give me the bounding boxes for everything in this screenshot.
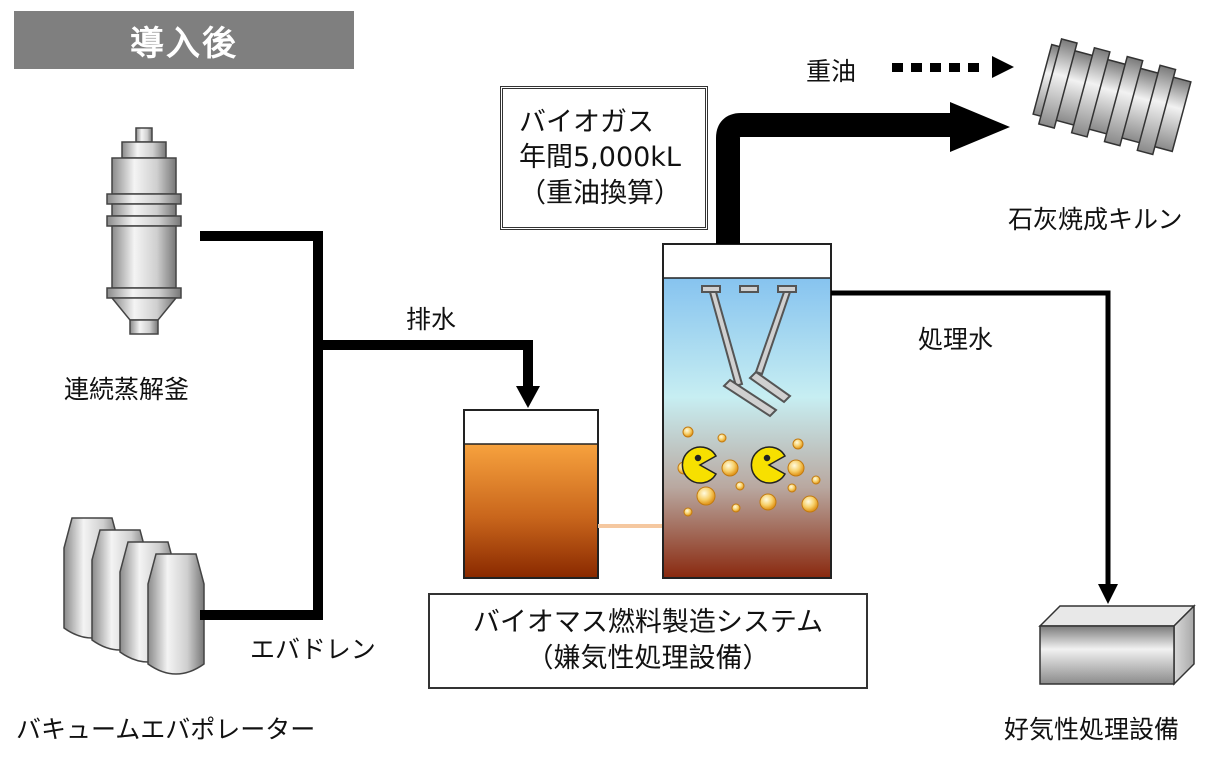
- heavy-oil-label: 重油: [806, 57, 857, 86]
- evaporator-drain-label: エバドレン: [250, 635, 376, 664]
- system-name: バイオマス燃料製造システム: [472, 606, 824, 638]
- wastewater-tank: [463, 409, 599, 579]
- lime-kiln-label: 石灰焼成キルン: [1008, 205, 1183, 234]
- treated-water-label: 処理水: [918, 325, 994, 354]
- heavy-oil-arrow: [892, 56, 1014, 78]
- anaerobic-reactor: [662, 243, 832, 579]
- biogas-info-box: バイオガス 年間5,000kL （重油換算）: [500, 86, 708, 230]
- wastewater-arrowhead: [516, 386, 540, 408]
- aerobic-facility-label: 好気性処理設備: [1004, 715, 1180, 744]
- biogas-volume: 年間5,000kL: [519, 142, 681, 174]
- biogas-arrow: [716, 102, 1010, 244]
- system-caption-box: バイオマス燃料製造システム （嫌気性処理設備）: [428, 593, 868, 689]
- biogas-title: バイオガス: [519, 107, 654, 139]
- system-subtitle: （嫌気性処理設備）: [526, 643, 770, 674]
- bubble-icon: [677, 426, 821, 517]
- biogas-note: （重油換算）: [519, 177, 681, 209]
- treated-water-pipe: [831, 290, 1118, 604]
- aerobic-tank-icon: [1038, 604, 1196, 686]
- microbe-icon: [681, 446, 787, 484]
- drain-pipes: [200, 231, 533, 620]
- wastewater-label: 排水: [406, 305, 457, 334]
- cooker-icon: [106, 127, 182, 335]
- evaporator-icon: [63, 517, 205, 675]
- vacuum-evaporator-label: バキュームエバポレーター: [16, 715, 316, 744]
- kiln-icon: [1032, 38, 1192, 156]
- page-title: 導入後: [14, 11, 354, 69]
- continuous-cooker-label: 連続蒸解釜: [64, 375, 190, 404]
